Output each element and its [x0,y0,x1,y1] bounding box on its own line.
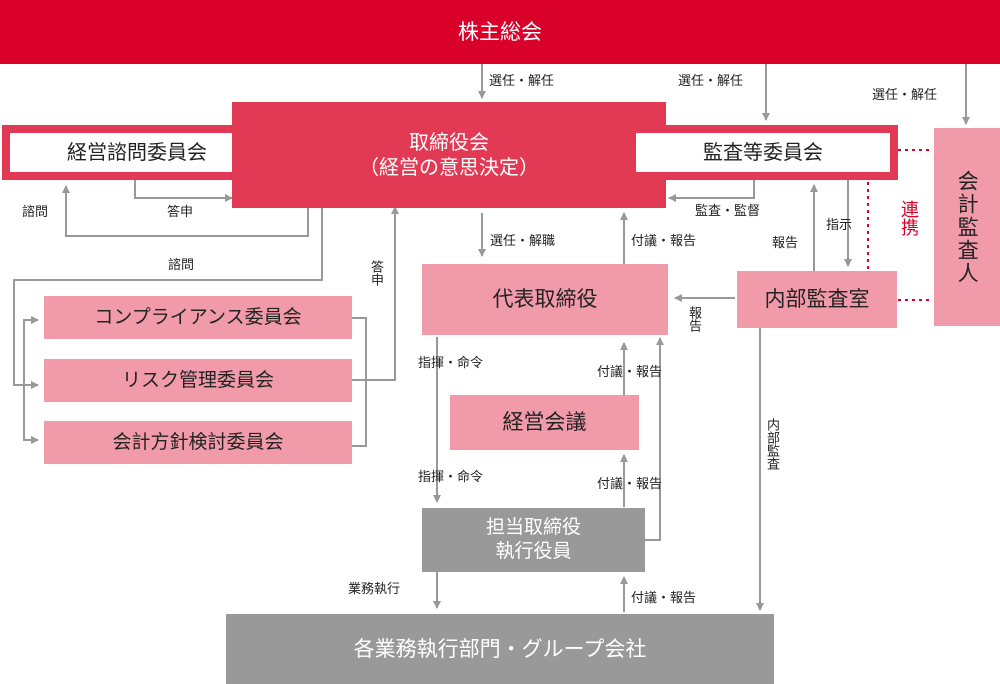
label-reply-advisory: 答申 [167,205,194,220]
line-consult-compliance [23,316,39,385]
accounting-auditor-label: 会計監査人 [955,169,980,285]
president-label: 代表取締役 [492,287,598,312]
departments-box: 各業務執行部門・グループ会社 [226,614,774,684]
audit-frame: 監査等委員会 [628,125,898,180]
board-sublabel: （経営の意思決定） [359,155,539,179]
label-consult-advisory: 諮問 [22,205,49,220]
management-meeting-box: 経営会議 [450,395,639,450]
label-propose-mgmt: 付議・報告 [597,365,663,380]
compliance-committee-box: コンプライアンス委員会 [44,296,352,339]
internal-audit-label: 内部監査室 [764,287,870,312]
officers-label-1: 担当取締役 [485,516,581,539]
label-command-2: 指揮・命令 [418,470,484,485]
line-consult-accounting [23,385,39,444]
shareholders-meeting-label: 株主総会 [458,19,542,44]
audit-committee-label: 監査等委員会 [703,140,823,164]
label-report-audit: 報告 [772,236,799,251]
label-supervise: 監査・監督 [695,204,761,219]
advisory-committee-box: 経営諮問委員会 [10,133,264,172]
arrow-consult-advisory [62,180,309,237]
risk-committee-box: リスク管理委員会 [44,359,352,402]
label-appoint-president: 選任・解職 [490,234,556,249]
label-instruct: 指示 [826,218,853,233]
risk-committee-label: リスク管理委員会 [121,368,274,391]
arrow-audit-board [668,180,755,202]
label-elect-board: 選任・解任 [489,74,555,89]
management-meeting-label: 経営会議 [502,410,587,435]
label-elect-accountant: 選任・解任 [872,88,938,103]
label-command-1: 指揮・命令 [418,356,484,371]
board-label: 取締役会 [409,130,489,154]
label-internal-audit: 内部監査 [764,418,779,470]
label-reply-committees: 答申 [368,260,383,286]
internal-audit-box: 内部監査室 [737,271,897,328]
compliance-committee-label: コンプライアンス委員会 [94,305,302,328]
advisory-committee-label: 経営諮問委員会 [67,140,207,164]
label-propose-departments: 付議・報告 [631,591,697,606]
arrow-consult-committees [13,180,323,389]
label-propose-officers: 付議・報告 [597,477,663,492]
officers-box: 担当取締役 執行役員 [422,508,645,572]
arrow-propose-officers-president [645,337,664,541]
line-reply-compliance [352,317,367,447]
label-business-exec: 業務執行 [348,582,401,597]
label-propose-board: 付議・報告 [631,234,697,249]
officers-label-2: 執行役員 [495,540,572,562]
accounting-policy-committee-box: 会計方針検討委員会 [44,421,352,464]
shareholders-meeting-box: 株主総会 [0,0,1000,64]
label-report-president: 報告 [686,306,701,332]
accounting-auditor-box: 会計監査人 [934,128,1000,326]
departments-label: 各業務執行部門・グループ会社 [353,636,647,661]
arrow-reply-advisory [134,180,233,202]
label-collaboration: 連携 [898,200,919,236]
advisory-frame: 経営諮問委員会 [2,125,272,180]
arrow-reply-board [352,206,399,381]
accounting-policy-committee-label: 会計方針検討委員会 [112,430,284,453]
label-elect-audit: 選任・解任 [678,74,744,89]
label-consult-committees: 諮問 [168,258,195,273]
audit-committee-box: 監査等委員会 [636,133,890,172]
board-box: 取締役会 （経営の意思決定） [232,102,666,208]
president-box: 代表取締役 [422,264,668,335]
